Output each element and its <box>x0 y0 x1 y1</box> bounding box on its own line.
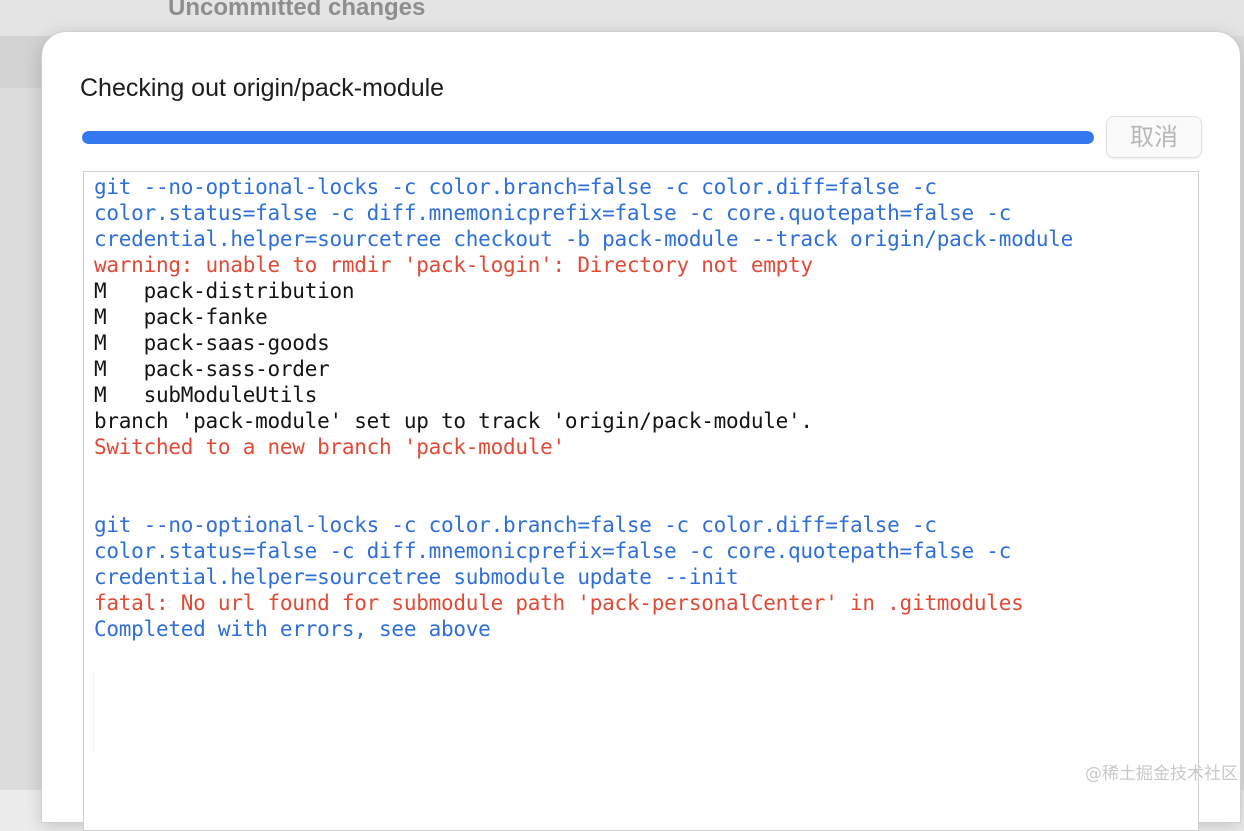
log-line: credential.helper=sourcetree submodule u… <box>94 564 1188 590</box>
log-line: M subModuleUtils <box>94 382 1188 408</box>
log-blank-line <box>94 486 1188 512</box>
watermark: @稀土掘金技术社区 <box>1085 759 1238 784</box>
background-heading: Uncommitted changes <box>168 0 425 22</box>
log-line: credential.helper=sourcetree checkout -b… <box>94 226 1188 252</box>
progress-bar <box>82 131 1094 144</box>
dialog-title: Checking out origin/pack-module <box>80 74 444 103</box>
output-log[interactable]: git --no-optional-locks -c color.branch=… <box>83 171 1199 831</box>
checkout-dialog: Checking out origin/pack-module 取消 git -… <box>42 32 1240 822</box>
log-scroll-indicator <box>93 672 94 752</box>
log-line: warning: unable to rmdir 'pack-login': D… <box>94 252 1188 278</box>
log-line: git --no-optional-locks -c color.branch=… <box>94 174 1188 200</box>
log-line: fatal: No url found for submodule path '… <box>94 590 1188 616</box>
log-line: Switched to a new branch 'pack-module' <box>94 434 1188 460</box>
log-line: M pack-distribution <box>94 278 1188 304</box>
log-line: M pack-saas-goods <box>94 330 1188 356</box>
log-line: M pack-sass-order <box>94 356 1188 382</box>
log-blank-line <box>94 460 1188 486</box>
progress-bar-fill <box>82 131 1094 144</box>
log-line: git --no-optional-locks -c color.branch=… <box>94 512 1188 538</box>
log-line: Completed with errors, see above <box>94 616 1188 642</box>
log-line: color.status=false -c diff.mnemonicprefi… <box>94 538 1188 564</box>
log-line: M pack-fanke <box>94 304 1188 330</box>
log-line: branch 'pack-module' set up to track 'or… <box>94 408 1188 434</box>
cancel-button[interactable]: 取消 <box>1106 116 1202 158</box>
log-line: color.status=false -c diff.mnemonicprefi… <box>94 200 1188 226</box>
